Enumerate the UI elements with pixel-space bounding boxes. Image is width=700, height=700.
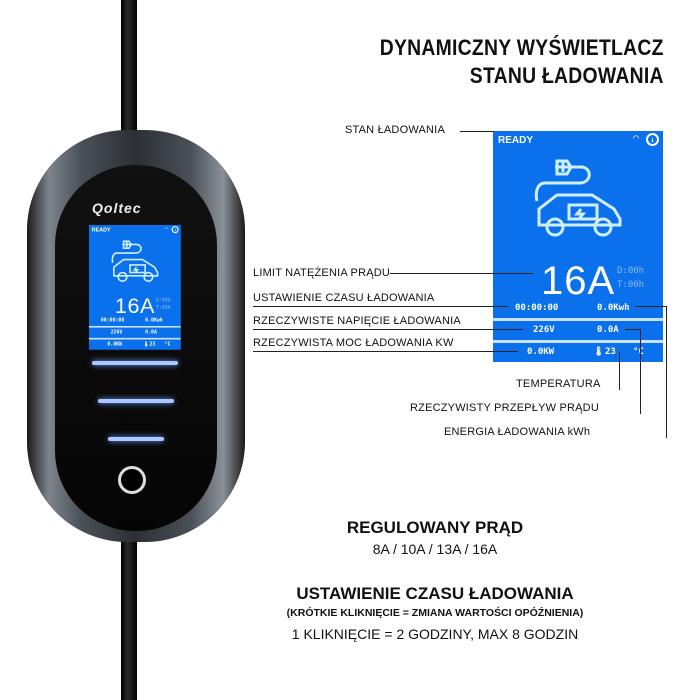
label-status: STAN ŁADOWANIA bbox=[345, 124, 445, 136]
current-limit-value: 16A bbox=[541, 259, 616, 303]
download-icon: ↓ bbox=[171, 226, 179, 234]
temperature-value: 23 bbox=[149, 341, 156, 348]
timer-value: T:00h bbox=[155, 305, 171, 311]
energy-value: 0.0Kwh bbox=[145, 317, 163, 324]
wifi-icon: ◠ bbox=[164, 226, 168, 233]
timer-value: T:00h bbox=[617, 280, 645, 290]
power-value: 0.0KW bbox=[527, 347, 555, 357]
status-text: READY bbox=[498, 135, 534, 146]
thermometer-icon: 🌡 bbox=[143, 341, 150, 348]
amperage-value: 0.0A bbox=[145, 329, 157, 336]
wifi-icon: ◠ bbox=[632, 133, 639, 144]
label-time-setting: USTAWIENIE CZASU ŁADOWANIA bbox=[253, 292, 435, 304]
thermometer-icon: 🌡 bbox=[593, 347, 605, 357]
temperature-value: 23 bbox=[605, 347, 616, 357]
label-current-limit: LIMIT NATĘŻENIA PRĄDU bbox=[253, 267, 391, 279]
amperage-value: 0.0A bbox=[597, 325, 619, 335]
timer-setting-rule: 1 KLIKNIĘCIE = 2 GODZINY, MAX 8 GODZIN bbox=[291, 626, 579, 642]
label-energy: ENERGIA ŁADOWANIA kWh bbox=[444, 426, 591, 438]
voltage-value: 226V bbox=[533, 325, 555, 335]
light-bar-1 bbox=[92, 361, 178, 365]
brand-logo: Qoltec bbox=[92, 200, 142, 216]
regulated-current-values: 8A / 10A / 13A / 16A bbox=[372, 541, 498, 557]
temperature-unit: °C bbox=[633, 347, 644, 357]
delay-value: D:00h bbox=[155, 297, 171, 304]
label-current-flow: RZECZYWISTY PRZEPŁYW PRĄDU bbox=[410, 402, 599, 414]
power-value: 0.0KW bbox=[107, 341, 122, 348]
label-power: RZECZYWISTA MOC ŁADOWANIA KW bbox=[253, 337, 454, 349]
voltage-value: 226V bbox=[110, 329, 123, 336]
regulated-current-title: REGULOWANY PRĄD bbox=[346, 518, 524, 537]
light-bar-3 bbox=[108, 437, 164, 441]
charge-time: 00:00:00 bbox=[515, 303, 559, 313]
ev-car-icon bbox=[111, 240, 159, 282]
ev-car-icon bbox=[534, 159, 622, 237]
power-button[interactable] bbox=[118, 466, 146, 494]
charging-cable-top bbox=[121, 0, 137, 140]
charge-time: 00:00:00 bbox=[100, 317, 125, 324]
download-icon: ↓ bbox=[646, 133, 659, 146]
energy-value: 0.0Kwh bbox=[597, 303, 630, 313]
light-bar-2 bbox=[98, 399, 174, 403]
delay-value: D:00h bbox=[617, 266, 645, 276]
label-temperature: TEMPERATURA bbox=[516, 378, 601, 390]
current-limit-value: 16A bbox=[114, 294, 155, 318]
timer-setting-note: (KRÓTKIE KLIKNIĘCIE = ZMIANA WARTOŚCI OP… bbox=[286, 607, 584, 619]
label-voltage: RZECZYWISTE NAPIĘCIE ŁADOWANIA bbox=[253, 315, 461, 327]
status-text: READY bbox=[91, 227, 111, 234]
charging-cable-bottom bbox=[121, 530, 137, 700]
temperature-unit: °C bbox=[164, 341, 171, 348]
timer-setting-title: USTAWIENIE CZASU ŁADOWANIA bbox=[296, 584, 574, 603]
